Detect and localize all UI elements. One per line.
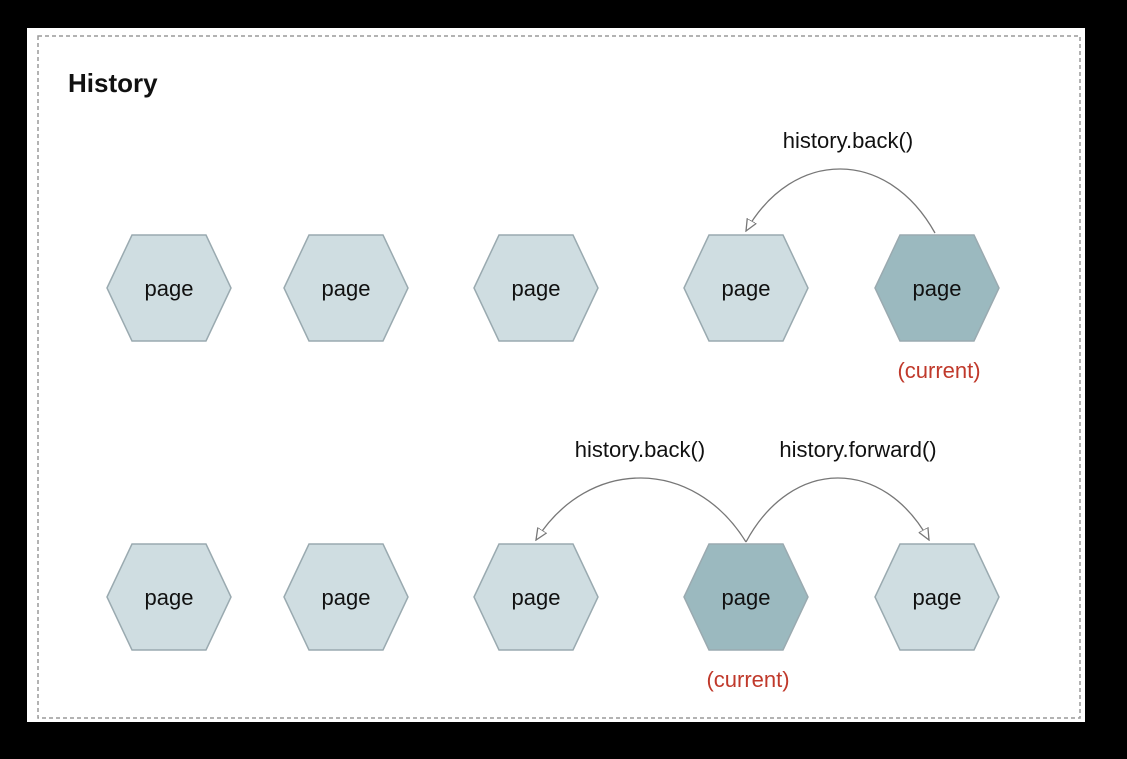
history-row: page page page page page (current) history.bac… — [106, 128, 1000, 383]
page-label: page — [913, 585, 962, 610]
page-label: page — [322, 585, 371, 610]
history-arrow — [745, 477, 929, 543]
current-label: (current) — [706, 667, 789, 692]
history-arrow — [746, 168, 936, 234]
arrow-label: history.forward() — [779, 437, 936, 462]
page-hex — [683, 234, 809, 342]
page-hex — [283, 543, 409, 651]
page-hex-current — [874, 234, 1000, 342]
current-label: (current) — [897, 358, 980, 383]
page-hex — [283, 234, 409, 342]
page-hex — [874, 543, 1000, 651]
diagram-layer: page page page page page (current) history.bac… — [106, 128, 1000, 692]
page-hex — [106, 543, 232, 651]
page-hex — [473, 543, 599, 651]
diagram-title: History — [68, 68, 158, 98]
history-row: page page page page (current) page history.bac… — [106, 437, 1000, 692]
page-hex-current — [683, 543, 809, 651]
page-label: page — [512, 585, 561, 610]
page-hex — [106, 234, 232, 342]
arrow-label: history.back() — [575, 437, 705, 462]
page-label: page — [913, 276, 962, 301]
page-label: page — [145, 276, 194, 301]
page-label: page — [722, 276, 771, 301]
page-label: page — [322, 276, 371, 301]
page-label: page — [145, 585, 194, 610]
page-label: page — [512, 276, 561, 301]
arrow-label: history.back() — [783, 128, 913, 153]
dashed-frame — [37, 35, 1081, 719]
page-label: page — [722, 585, 771, 610]
history-arrow — [536, 477, 747, 543]
page-hex — [473, 234, 599, 342]
